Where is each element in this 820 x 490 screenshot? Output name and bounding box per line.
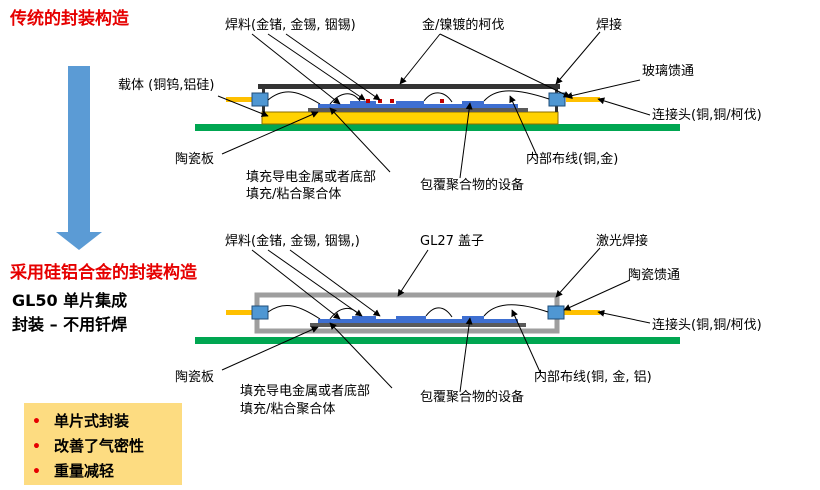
traditional-package (195, 84, 680, 131)
label-ceramic-plate: 陶瓷板 (175, 370, 215, 385)
transition-arrow (56, 66, 102, 250)
label-ceramic-plate: 陶瓷板 (175, 152, 215, 167)
pin-left (226, 310, 254, 315)
label-connector: 连接头(铜,铜/柯伐) (652, 108, 762, 123)
label-solder: 焊料(金锗, 金锡, 铟锡,) (225, 234, 360, 249)
benefit-item: •改善了气密性 (32, 437, 145, 455)
chip (396, 316, 426, 320)
fill-layer (318, 104, 518, 108)
chip (350, 101, 376, 105)
fill-layer (318, 319, 518, 323)
label-connector: 连接头(铜,铜/柯伐) (652, 318, 762, 333)
circuit-board (195, 124, 680, 131)
solder-pad (440, 99, 444, 103)
ceramic-feedthrough-left (251, 305, 269, 320)
solder-pad (378, 99, 382, 103)
label-kovar-pins: 金/镍镀的柯伐 (422, 18, 505, 33)
label-fill-line1: 填充导电金属或者底部 (246, 170, 377, 185)
bottom-leader-lines (221, 247, 651, 393)
benefit-item: •单片式封装 (32, 412, 130, 430)
internal-wires (267, 304, 549, 320)
label-weld: 焊接 (596, 18, 623, 33)
benefits-box: •单片式封装 •改善了气密性 •重量减轻 (24, 403, 182, 485)
ceramic-feedthrough-right (547, 305, 565, 320)
top-leader-lines (217, 31, 651, 179)
traditional-title: 传统的封装构造 (10, 9, 129, 29)
lid-top (258, 84, 560, 89)
label-solder: 焊料(金锗, 金锡, 铟锡) (225, 18, 356, 33)
label-ceramic-feedthrough: 陶瓷馈通 (628, 268, 681, 283)
label-polymer-device: 包覆聚合物的设备 (420, 390, 525, 405)
pin-right (566, 97, 600, 102)
sial-package (195, 292, 680, 344)
label-polymer-device: 包覆聚合物的设备 (420, 178, 525, 193)
ceramic-plate (310, 323, 526, 327)
label-fill-line2: 填充/粘合聚合体 (246, 187, 342, 202)
chip (462, 101, 484, 105)
label-fill-line1: 填充导电金属或者底部 (240, 384, 371, 399)
chip (462, 316, 484, 320)
solder-pad (366, 99, 370, 103)
sial-title: 采用硅铝合金的封装构造 (10, 263, 197, 283)
chip (352, 316, 376, 320)
chip (396, 101, 424, 105)
label-internal-wiring: 内部布线(铜,金) (526, 152, 619, 167)
label-glass-feedthrough: 玻璃馈通 (642, 64, 695, 79)
label-gl27-lid: GL27 盖子 (420, 234, 484, 249)
pin-right (564, 310, 600, 315)
benefit-item: •重量减轻 (32, 462, 115, 480)
label-internal-wiring: 内部布线(铜, 金, 铝) (534, 370, 652, 385)
label-carrier: 载体 (铜钨,铝硅) (118, 78, 215, 93)
glass-feedthrough-left (251, 92, 269, 107)
label-gl50-line1: GL50 单片集成 (12, 291, 128, 310)
pin-left (226, 97, 254, 102)
circuit-board (195, 337, 680, 344)
glass-feedthrough-right (548, 92, 566, 107)
benefits-list: •单片式封装 •改善了气密性 •重量减轻 (24, 403, 182, 484)
label-gl50-line2: 封装 – 不用钎焊 (12, 315, 128, 334)
internal-wires (267, 90, 550, 105)
label-fill-line2: 填充/粘合聚合体 (240, 402, 336, 417)
solder-pad (390, 99, 394, 103)
label-laser-weld: 激光焊接 (596, 234, 649, 249)
ceramic-plate (308, 108, 528, 112)
carrier (261, 111, 559, 125)
